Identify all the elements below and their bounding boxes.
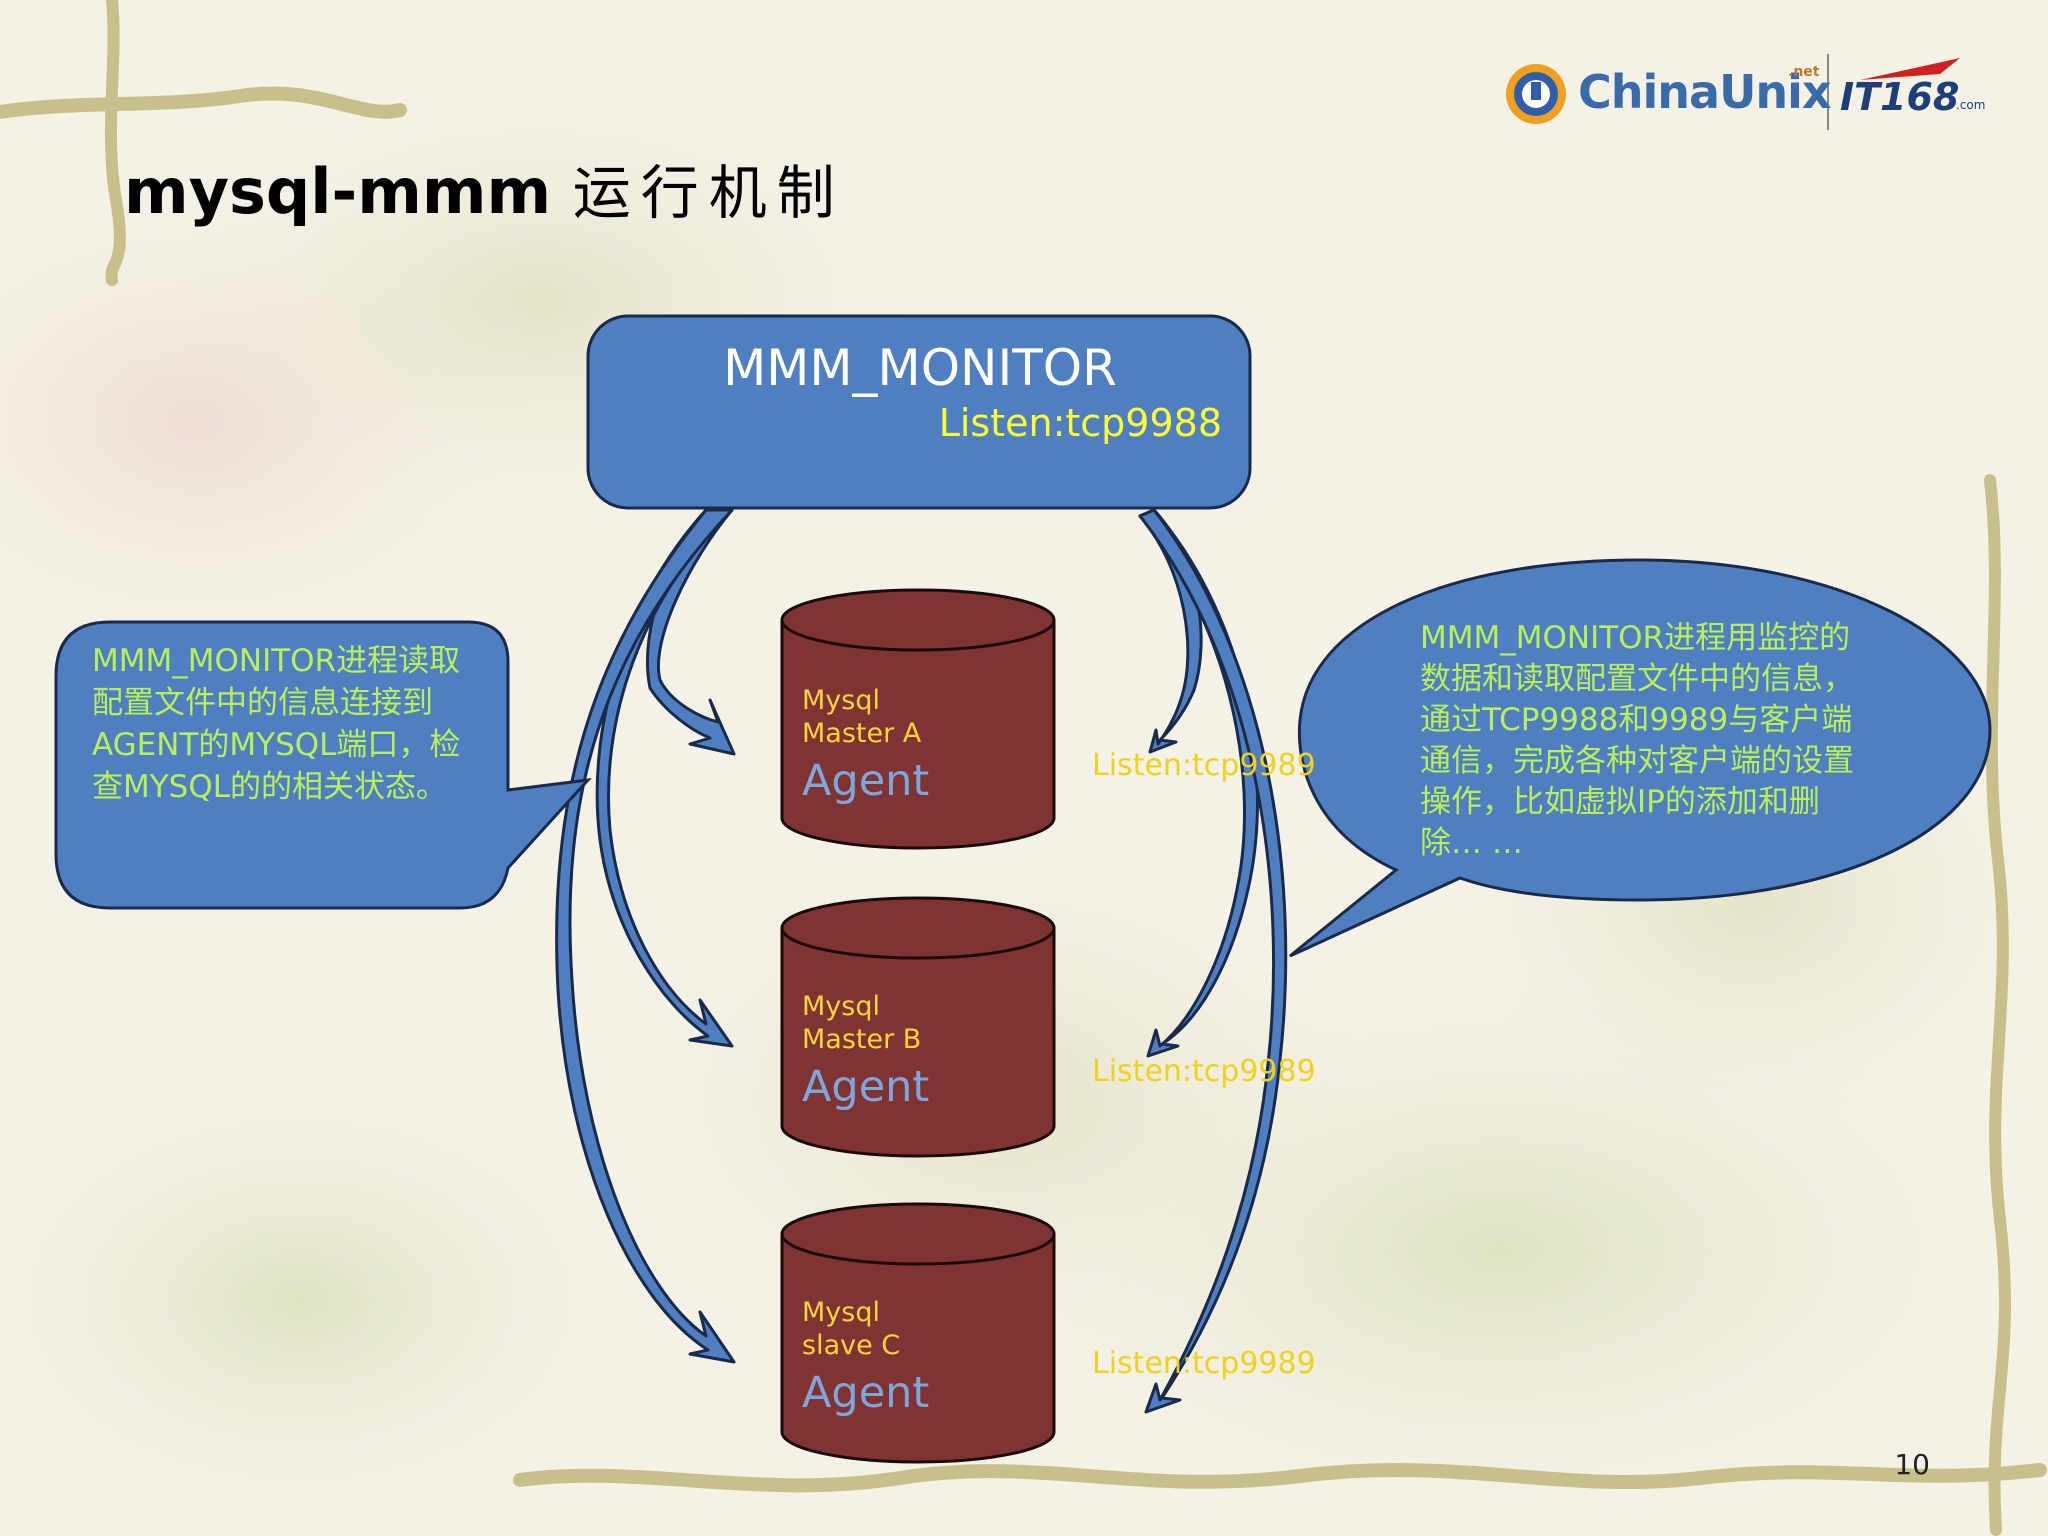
left-callout-bubble [54,620,592,910]
db-master-b-line1: Mysql [802,991,880,1022]
right-callout-bubble [1289,558,1992,958]
chinaunix-logo-net: .net [1788,64,1820,80]
it168-logo-com: .com [1956,98,1986,112]
chinaunix-logo-icon [1506,54,1960,130]
slide-title-en: mysql-mmm [124,155,552,228]
db-master-b-line2: Master B [802,1024,922,1055]
db-slave-c-line1: Mysql [802,1297,880,1328]
it168-logo-text: IT168 [1840,75,1960,119]
db-master-a-cylinder [780,588,1056,850]
db-master-b-agent: Agent [802,1062,930,1112]
db-master-b-cylinder [780,896,1056,1158]
right-arrows [1138,508,1288,1414]
db-slave-c-cylinder [780,1202,1056,1464]
db-slave-c-line2: slave C [802,1330,901,1361]
db-master-a-line2: Master A [802,718,922,749]
db-slave-c-agent: Agent [802,1368,930,1418]
listen-label-master-a: Listen:tcp9989 [1092,748,1316,783]
chinaunix-logo-text: ChinaUnix [1578,65,1832,119]
monitor-listen-port: Listen:tcp9988 [938,401,1222,445]
right-callout-text: MMM_MONITOR进程用监控的数据和读取配置文件中的信息，通过TCP9988… [1420,620,1854,861]
left-callout-text: MMM_MONITOR进程读取配置文件中的信息连接到AGENT的MYSQL端口，… [92,643,461,805]
slide-title-cn: 运行机制 [572,159,845,227]
listen-label-master-b: Listen:tcp9989 [1092,1054,1316,1089]
slide-title: mysql-mmm 运行机制 [124,152,845,233]
page-number: 10 [1894,1448,1930,1481]
db-master-a-line1: Mysql [802,685,880,716]
arrow-to-slave-c [555,508,736,1364]
monitor-box [586,314,1252,510]
listen-label-slave-c: Listen:tcp9989 [1092,1346,1316,1381]
left-arrows [555,508,736,1364]
monitor-title: MMM_MONITOR [723,339,1117,397]
db-master-a-agent: Agent [802,756,930,806]
db-master-a-label: Mysql Master A [802,684,1042,750]
db-slave-c-label: Mysql slave C [802,1296,1042,1362]
arrow-from-slave-c [1138,508,1288,1414]
db-master-b-label: Mysql Master B [802,990,1042,1056]
